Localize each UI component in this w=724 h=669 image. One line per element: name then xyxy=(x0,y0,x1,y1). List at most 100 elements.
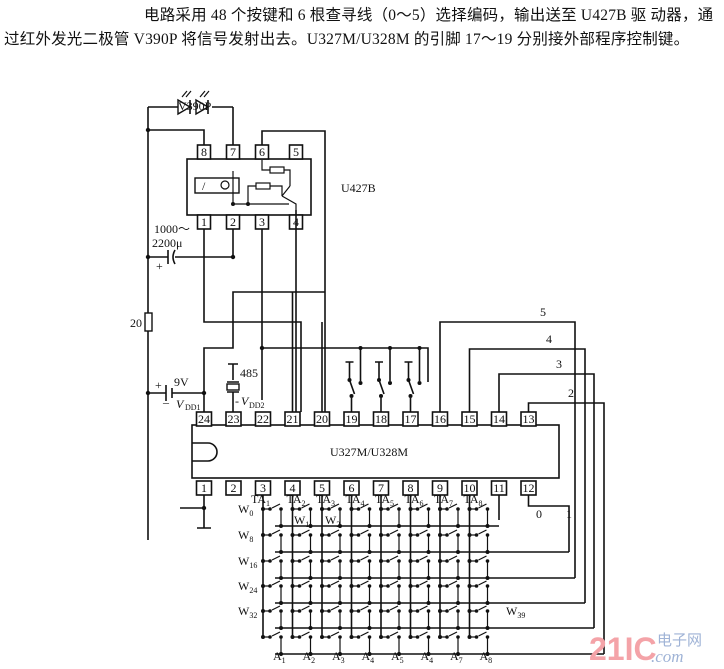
w-label: W32 xyxy=(238,604,257,620)
watermark-domain: .com xyxy=(651,647,684,666)
w-label: W8 xyxy=(238,528,253,544)
watermark: 21IC 电子网 .com xyxy=(589,631,702,667)
ta-label: TA1 xyxy=(251,492,270,508)
ta-label: TA2 xyxy=(287,492,306,508)
pin-number: 16 xyxy=(434,412,446,426)
pin-number: 3 xyxy=(259,215,265,229)
capacitor-label-2: 2200μ xyxy=(152,236,182,250)
key-switch xyxy=(379,605,401,630)
encoder-notch xyxy=(192,442,218,462)
pin-box xyxy=(195,411,213,427)
key-switch xyxy=(349,503,372,528)
key-switch xyxy=(290,631,313,656)
pin-number: 17 xyxy=(405,412,417,426)
crystal-485: 485 - V DD2 xyxy=(226,363,265,412)
scan-line-5 xyxy=(439,321,576,578)
capacitor: 1000～ 2200μ + xyxy=(145,222,236,273)
key-switch xyxy=(438,631,460,656)
pin-number: 8 xyxy=(201,145,207,159)
key-switch xyxy=(379,631,401,656)
key-switch xyxy=(261,529,283,554)
watermark-logo: 21IC xyxy=(589,631,657,667)
scan-line-label: 2 xyxy=(568,386,574,400)
key-switch xyxy=(438,555,460,580)
vdd1-sub: DD1 xyxy=(185,403,201,412)
ta-label: TA7 xyxy=(434,492,453,508)
diode-icon xyxy=(177,98,192,116)
scan-line-1 xyxy=(527,495,570,552)
key-switch xyxy=(467,605,490,630)
key-switch xyxy=(320,580,342,605)
description-text: 电路采用 48 个按键和 6 根查寻线（0～5）选择编码，输出送至 U427B … xyxy=(4,7,714,48)
pin-number: 11 xyxy=(493,481,505,495)
contact xyxy=(349,394,354,398)
key-cap xyxy=(375,361,383,380)
pin-number: 6 xyxy=(259,145,265,159)
pin-number: 22 xyxy=(257,412,269,426)
key-switch xyxy=(467,631,490,656)
pin-number: 23 xyxy=(228,412,240,426)
scan-line-2 xyxy=(527,402,605,654)
key-switch xyxy=(320,605,342,630)
contact xyxy=(417,381,422,385)
pin-number: 24 xyxy=(198,412,210,426)
a-label: A4 xyxy=(362,649,375,665)
resistor-label: 20 xyxy=(130,316,142,330)
pin-number: 1 xyxy=(201,481,207,495)
contact xyxy=(379,394,383,398)
key-switch xyxy=(290,555,313,580)
key-switch xyxy=(290,580,313,605)
key-switch xyxy=(467,503,490,528)
key-switch xyxy=(379,529,401,554)
a-label: A3 xyxy=(332,649,345,665)
key-switch xyxy=(320,503,342,528)
a-label: A2 xyxy=(303,649,316,665)
key-switch xyxy=(320,529,342,554)
pin-box xyxy=(343,411,360,427)
scan-line-label: 1 xyxy=(566,507,572,521)
key-switch xyxy=(408,580,431,605)
key-switch xyxy=(349,580,372,605)
key-switch xyxy=(408,503,431,528)
key-switch xyxy=(349,529,372,554)
pin-number: 5 xyxy=(293,145,299,159)
pin-number: 2 xyxy=(230,215,236,229)
pin-number: 5 xyxy=(319,481,325,495)
ta-label: TA4 xyxy=(346,492,365,508)
pin-number: 18 xyxy=(375,412,387,426)
key-switch xyxy=(261,555,283,580)
pin-number: 9 xyxy=(437,481,443,495)
key-switch xyxy=(349,605,372,630)
ta-label: TA5 xyxy=(375,492,394,508)
pin-number: 12 xyxy=(523,481,535,495)
key-switch xyxy=(379,580,401,605)
key-switch xyxy=(349,555,372,580)
switch-lever xyxy=(407,379,415,395)
key-switch xyxy=(379,503,401,528)
resistor: 20 xyxy=(130,312,153,332)
key-switch xyxy=(320,555,342,580)
contact xyxy=(358,381,363,385)
capacitor-label-1: 1000～ xyxy=(154,222,190,236)
key-switch xyxy=(438,605,460,630)
pin-number: 14 xyxy=(493,412,505,426)
a-label: A4 xyxy=(421,649,434,665)
pin-number: 3 xyxy=(260,481,266,495)
battery-label: 9V xyxy=(174,375,189,389)
scan-line-3 xyxy=(498,373,595,628)
key-cap xyxy=(345,361,354,380)
pin-number: 6 xyxy=(349,481,355,495)
key-switch xyxy=(467,555,490,580)
pin-number: 19 xyxy=(346,412,358,426)
w-label: W24 xyxy=(238,579,257,595)
svg-text:-: - xyxy=(235,394,239,408)
key-switch xyxy=(467,580,490,605)
pin-number: 7 xyxy=(230,145,236,159)
pin-number: 4 xyxy=(290,481,296,495)
a-label: A1 xyxy=(273,649,286,665)
watermark-cn: 电子网 xyxy=(657,632,702,649)
pin-number: 2 xyxy=(231,481,237,495)
